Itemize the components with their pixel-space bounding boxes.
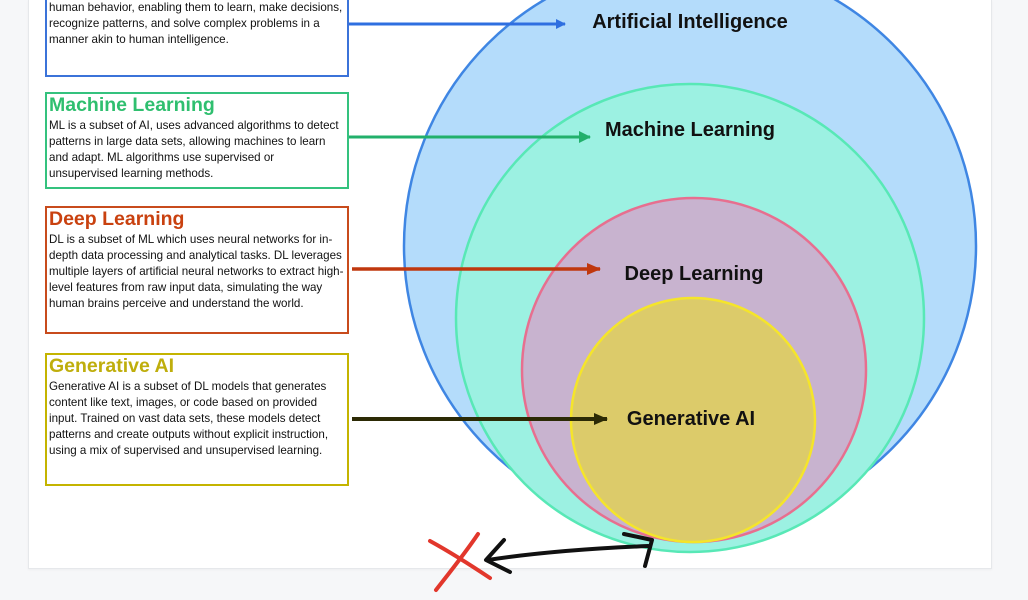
ml-definition-text: ML is a subset of AI, uses advanced algo… [49,119,339,180]
dl-definition-box: Deep Learning DL is a subset of ML which… [45,206,349,334]
ml-box-title: Machine Learning [49,94,215,116]
ml-definition-box: Machine Learning ML is a subset of AI, u… [45,92,349,189]
ai-definition-box: AI involves techniques that equip comput… [45,0,349,77]
ml-circle-label: Machine Learning [605,119,775,141]
dl-definition-text: DL is a subset of ML which uses neural n… [49,233,344,310]
ga-definition-box: Generative AI Generative AI is a subset … [45,353,349,486]
double-arrow-annotation [484,532,654,574]
ga-definition-text: Generative AI is a subset of DL models t… [49,380,329,457]
ga-circle-label: Generative AI [627,408,755,430]
dl-box-title: Deep Learning [49,208,185,230]
ai-circle-label: Artificial Intelligence [592,11,788,33]
ai-definition-text: AI involves techniques that equip comput… [49,1,343,46]
dl-circle-label: Deep Learning [625,263,764,285]
red-x-annotation [428,532,492,592]
ga-box-title: Generative AI [49,355,174,377]
